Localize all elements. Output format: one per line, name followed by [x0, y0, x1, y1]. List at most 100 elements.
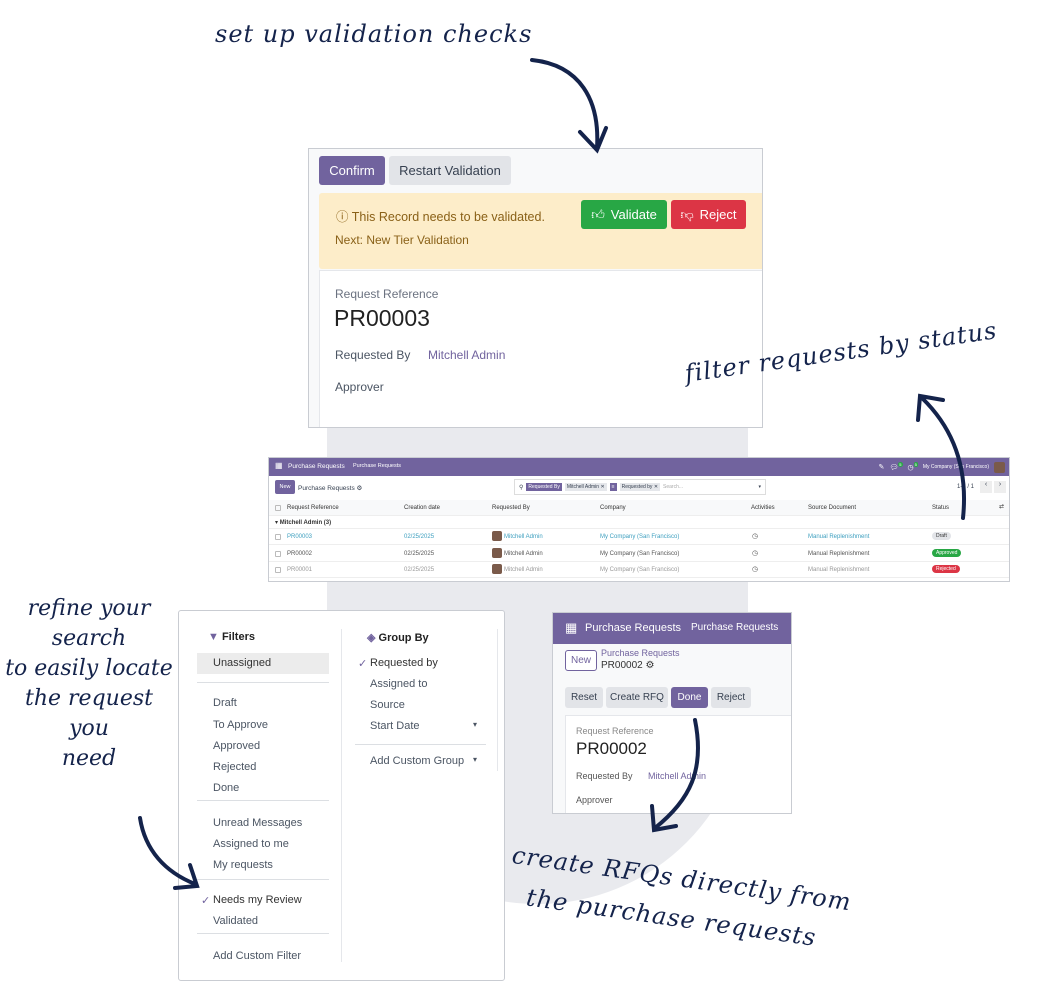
- divider: [341, 629, 342, 962]
- done-button[interactable]: Done: [671, 687, 708, 708]
- groupby-option[interactable]: Requested by: [370, 657, 438, 669]
- gear-icon[interactable]: ⚙: [356, 485, 363, 492]
- search-bar[interactable]: ⚲ Requested By Mitchell Admin ✕ ≡ Reques…: [514, 479, 766, 495]
- filter-option[interactable]: Validated: [213, 915, 259, 927]
- pager-next[interactable]: ›: [994, 481, 1006, 493]
- edit-icon[interactable]: ✎: [878, 464, 885, 471]
- groupby-option[interactable]: Source: [370, 699, 405, 711]
- cell-company[interactable]: My Company (San Francisco): [600, 567, 680, 573]
- col-header[interactable]: Source Document: [808, 505, 857, 511]
- reject-button[interactable]: 👎︎Reject: [671, 200, 746, 229]
- filter-option[interactable]: Draft: [213, 697, 237, 709]
- cell-requested-by[interactable]: Mitchell Admin: [504, 534, 543, 540]
- menu-item[interactable]: Purchase Requests: [353, 463, 401, 469]
- validation-alert: ⓘ This Record needs to be validated. 👍︎V…: [319, 193, 762, 269]
- next-tier: Next: New Tier Validation: [335, 233, 469, 247]
- close-icon[interactable]: ✕: [600, 484, 605, 490]
- filter-option[interactable]: To Approve: [213, 719, 269, 731]
- breadcrumb[interactable]: Purchase Requests: [601, 648, 680, 658]
- row-checkbox[interactable]: [275, 567, 281, 573]
- optional-columns-icon[interactable]: ⇄: [999, 504, 1005, 510]
- caret-down-icon[interactable]: ▾: [473, 720, 478, 729]
- new-button[interactable]: New: [565, 650, 597, 671]
- col-header[interactable]: Creation date: [404, 505, 441, 511]
- create-rfq-button[interactable]: Create RFQ: [606, 687, 668, 708]
- clock-icon[interactable]: ◷5: [907, 462, 918, 472]
- avatar[interactable]: [994, 461, 1005, 473]
- gear-icon[interactable]: ⚙: [645, 660, 655, 671]
- activity-clock-icon[interactable]: ◷: [752, 533, 759, 540]
- form-sheet: Request Reference PR00002 Requested By M…: [565, 715, 791, 813]
- company-switcher[interactable]: My Company (San Francisco): [922, 464, 989, 470]
- reject-button[interactable]: Reject: [711, 687, 751, 708]
- scrollbar[interactable]: [497, 629, 498, 771]
- confirm-button[interactable]: Confirm: [319, 156, 385, 185]
- requested-by-link[interactable]: Mitchell Admin: [648, 771, 707, 781]
- cell-requested-by[interactable]: Mitchell Admin: [504, 550, 543, 557]
- table-row[interactable]: PR00003 02/25/2025 Mitchell Admin My Com…: [269, 529, 1009, 545]
- annotation-validation: set up validation checks: [215, 20, 533, 48]
- groupby-option[interactable]: Assigned to: [370, 678, 428, 690]
- col-header[interactable]: Activities: [751, 505, 775, 511]
- filter-option[interactable]: Add Custom Filter: [213, 950, 302, 962]
- new-button[interactable]: New: [275, 480, 295, 494]
- col-header[interactable]: Request Reference: [287, 505, 339, 511]
- filter-option[interactable]: Unassigned: [197, 653, 329, 674]
- filter-option[interactable]: Assigned to me: [213, 838, 289, 850]
- caret-down-icon[interactable]: ▾: [473, 755, 478, 764]
- row-checkbox[interactable]: [275, 534, 281, 540]
- thumbs-down-icon: 👎︎: [680, 206, 694, 222]
- col-header[interactable]: Status: [932, 505, 950, 511]
- reset-button[interactable]: Reset: [565, 687, 603, 708]
- search-input[interactable]: Search...: [663, 484, 684, 490]
- thumbs-up-icon: 👍︎: [591, 206, 605, 222]
- groupby-option[interactable]: Start Date: [370, 720, 420, 732]
- avatar: [492, 547, 502, 558]
- ref-label: Request Reference: [576, 726, 654, 736]
- select-all-checkbox[interactable]: [275, 505, 281, 511]
- groupby-heading: ◈ Group By: [367, 631, 429, 644]
- title-text: Purchase Requests: [298, 485, 355, 492]
- close-icon[interactable]: ✕: [653, 484, 659, 490]
- apps-grid-icon[interactable]: ▦: [275, 461, 283, 470]
- facet-group[interactable]: Requested by ✕: [619, 483, 661, 491]
- app-name[interactable]: Purchase Requests: [585, 622, 681, 634]
- form-sheet: Request Reference PR00003 Requested By M…: [319, 270, 762, 427]
- groupby-option[interactable]: Add Custom Group: [370, 755, 465, 767]
- filter-option[interactable]: Unread Messages: [213, 817, 303, 829]
- groupby-title: Group By: [378, 632, 429, 644]
- restart-validation-button[interactable]: Restart Validation: [389, 156, 511, 185]
- validate-button[interactable]: 👍︎Validate: [581, 200, 667, 229]
- arrow-to-needs-review: [138, 816, 200, 890]
- facet-requested-by[interactable]: Mitchell Admin ✕: [564, 483, 607, 491]
- app-name[interactable]: Purchase Requests: [288, 463, 345, 470]
- divider: [197, 800, 329, 801]
- menu-item[interactable]: Purchase Requests: [691, 622, 779, 633]
- activity-clock-icon[interactable]: ◷: [752, 549, 759, 557]
- cell-company[interactable]: My Company (San Francisco): [600, 550, 680, 557]
- chat-icon[interactable]: 💬︎5: [889, 462, 903, 472]
- col-header[interactable]: Requested By: [492, 505, 530, 511]
- divider: [197, 879, 329, 880]
- apps-grid-icon[interactable]: ▦: [565, 620, 578, 635]
- activity-clock-icon[interactable]: ◷: [752, 566, 759, 573]
- cell-requested-by[interactable]: Mitchell Admin: [504, 567, 543, 573]
- group-row[interactable]: ▾ Mitchell Admin (3): [269, 516, 1009, 529]
- cell-ref: PR00001: [287, 567, 313, 573]
- filter-option[interactable]: Approved: [213, 740, 261, 752]
- filter-option[interactable]: My requests: [213, 859, 273, 871]
- search-dropdown-toggle[interactable]: ▾: [758, 484, 761, 490]
- table-row[interactable]: PR00001 02/25/2025 Mitchell Admin My Com…: [269, 562, 1009, 578]
- filter-option[interactable]: Rejected: [213, 761, 257, 773]
- filter-option[interactable]: Needs my Review: [213, 894, 302, 906]
- cell-company[interactable]: My Company (San Francisco): [600, 534, 680, 540]
- arrow-to-create-rfq: [650, 718, 700, 833]
- row-checkbox[interactable]: [275, 550, 281, 557]
- group-label: Mitchell Admin (3): [279, 520, 332, 526]
- table-row[interactable]: PR00002 02/25/2025 Mitchell Admin My Com…: [269, 546, 1009, 562]
- requested-by-link[interactable]: Mitchell Admin: [428, 348, 506, 362]
- filter-option[interactable]: Done: [213, 782, 240, 794]
- col-header[interactable]: Company: [600, 505, 626, 511]
- arrow-to-validation: [530, 58, 608, 154]
- pager-prev[interactable]: ‹: [980, 481, 992, 493]
